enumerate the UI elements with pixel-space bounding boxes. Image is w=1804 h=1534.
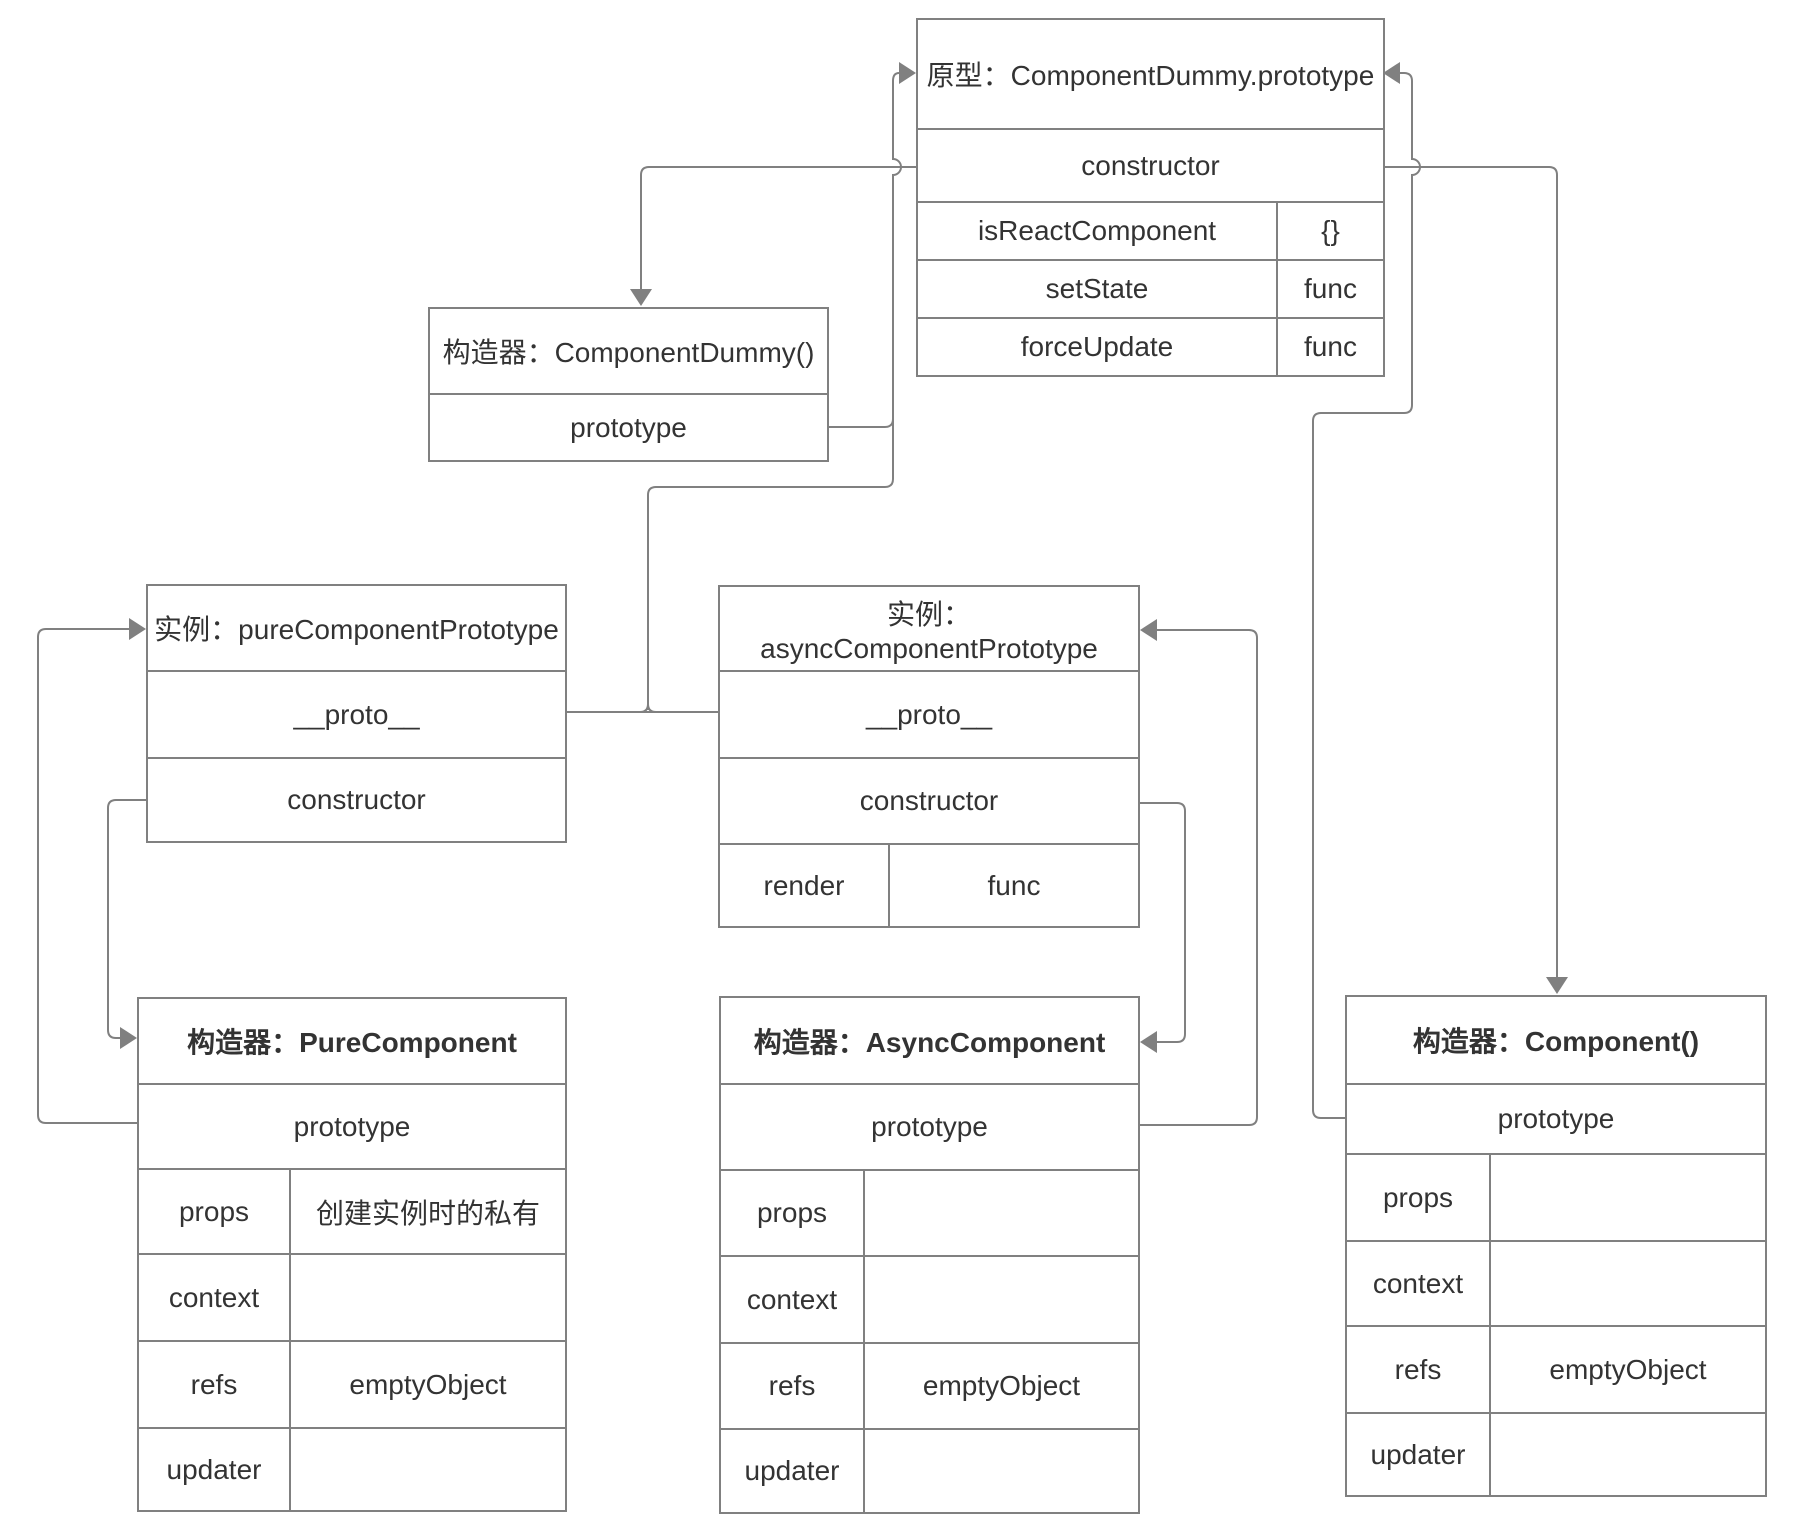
row-updater: updater: [721, 1428, 1138, 1512]
cell-key: isReactComponent: [977, 215, 1217, 246]
cell-key: refs: [1394, 1353, 1442, 1385]
cell-value: 创建实例时的私有: [289, 1170, 565, 1253]
cell-value: [1489, 1414, 1765, 1495]
row-context: context: [1347, 1240, 1765, 1325]
connector-constructor-to-ctordummy: [640, 166, 917, 290]
row-constructor: constructor: [918, 128, 1383, 201]
cell-key: context: [168, 1281, 260, 1313]
cell-key: props: [756, 1197, 828, 1228]
cell-value: func: [1276, 261, 1383, 317]
row-updater: updater: [1347, 1412, 1765, 1495]
cell-value: [289, 1429, 565, 1510]
connector-asynccomponent-prototype-to-instasync: [1140, 629, 1258, 1126]
arrow-left-into-protodummy: [1383, 62, 1400, 84]
cell-value: [863, 1430, 1138, 1512]
row-props: props: [1347, 1153, 1765, 1240]
row-props: props: [721, 1169, 1138, 1255]
cell-key: updater: [166, 1453, 262, 1485]
arrow-right-into-instpure: [129, 618, 146, 640]
row-constructor: constructor: [148, 757, 565, 841]
row-render: render func: [720, 843, 1138, 926]
connector-instasync-constructor-to-asynccomponent: [1140, 802, 1186, 1043]
cell-key: updater: [1370, 1438, 1466, 1470]
row-prototype: prototype: [430, 393, 827, 460]
arrow-left-into-instasync: [1140, 619, 1157, 641]
connector-purecomponent-prototype-to-instpure: [37, 628, 137, 1124]
arrow-down-into-component: [1546, 977, 1568, 994]
cell-key: props: [1382, 1181, 1454, 1213]
box-title: 原型：ComponentDummy.prototype: [926, 60, 1375, 91]
connector-trunk-to-protodummy: [647, 72, 902, 710]
cell-key: render: [763, 869, 845, 901]
row-props: props 创建实例时的私有: [139, 1168, 565, 1253]
box-constructor-componentdummy: 构造器：ComponentDummy() prototype: [428, 307, 829, 462]
row-forceupdate: forceUpdate func: [918, 317, 1383, 375]
cell-value: {}: [1276, 203, 1383, 259]
box-constructor-component: 构造器：Component() prototype props context …: [1345, 995, 1767, 1497]
row-prototype: prototype: [139, 1083, 565, 1168]
cell-value: func: [888, 845, 1138, 926]
box-constructor-purecomponent: 构造器：PureComponent prototype props 创建实例时的…: [137, 997, 567, 1512]
box-title: 实例：asyncComponentPrototype: [760, 598, 1098, 664]
cell-key: setState: [1045, 273, 1149, 304]
row-constructor: constructor: [720, 757, 1138, 843]
box-title: 构造器：ComponentDummy(): [442, 337, 815, 368]
cell-key: refs: [768, 1370, 816, 1401]
row-context: context: [139, 1253, 565, 1340]
box-title: 实例：pureComponentPrototype: [154, 614, 559, 645]
cell-key: forceUpdate: [1020, 331, 1174, 362]
cell-key: props: [178, 1195, 250, 1227]
row-refs: refs emptyObject: [721, 1342, 1138, 1428]
row-updater: updater: [139, 1427, 565, 1510]
cell-value: emptyObject: [289, 1342, 565, 1427]
connector-constructor-to-component: [1385, 166, 1558, 978]
connector-instpure-constructor-to-purecomponent: [107, 799, 146, 1039]
row-context: context: [721, 1255, 1138, 1342]
cell-key: context: [746, 1283, 838, 1315]
cell-value: [1489, 1242, 1765, 1325]
box-title: 构造器：PureComponent: [187, 1027, 517, 1058]
arrow-down-into-ctordummy: [630, 289, 652, 306]
row-proto: __proto__: [148, 670, 565, 757]
cell-key: context: [1372, 1267, 1464, 1299]
arrow-right-into-protodummy: [899, 62, 916, 84]
arrow-right-into-purecomponent: [120, 1027, 137, 1049]
cell-value: [289, 1255, 565, 1340]
row-prototype: prototype: [721, 1083, 1138, 1169]
cell-key: updater: [744, 1455, 840, 1486]
row-refs: refs emptyObject: [1347, 1325, 1765, 1412]
cell-value: [863, 1171, 1138, 1255]
box-constructor-asynccomponent: 构造器：AsyncComponent prototype props conte…: [719, 996, 1140, 1514]
row-proto: __proto__: [720, 670, 1138, 757]
connector-component-prototype-to-protodummy: [1312, 72, 1421, 1119]
connector-ctordummy-prototype-elbow: [829, 418, 894, 428]
box-prototype-componentdummy: 原型：ComponentDummy.prototype constructor …: [916, 18, 1385, 377]
row-isreactcomponent: isReactComponent {}: [918, 201, 1383, 259]
cell-value: [863, 1257, 1138, 1342]
cell-value: func: [1276, 319, 1383, 375]
box-title: 构造器：AsyncComponent: [753, 1026, 1106, 1058]
cell-key: refs: [190, 1368, 238, 1400]
row-setstate: setState func: [918, 259, 1383, 317]
box-title: 构造器：Component(): [1412, 1026, 1700, 1057]
cell-value: emptyObject: [1489, 1327, 1765, 1412]
cell-value: [1489, 1155, 1765, 1240]
box-instance-asynccomponentprototype: 实例：asyncComponentPrototype __proto__ con…: [718, 585, 1140, 928]
cell-value: emptyObject: [863, 1344, 1138, 1428]
row-prototype: prototype: [1347, 1083, 1765, 1153]
row-refs: refs emptyObject: [139, 1340, 565, 1427]
arrow-left-into-asynccomponent: [1140, 1031, 1157, 1053]
box-instance-purecomponentprototype: 实例：pureComponentPrototype __proto__ cons…: [146, 584, 567, 843]
